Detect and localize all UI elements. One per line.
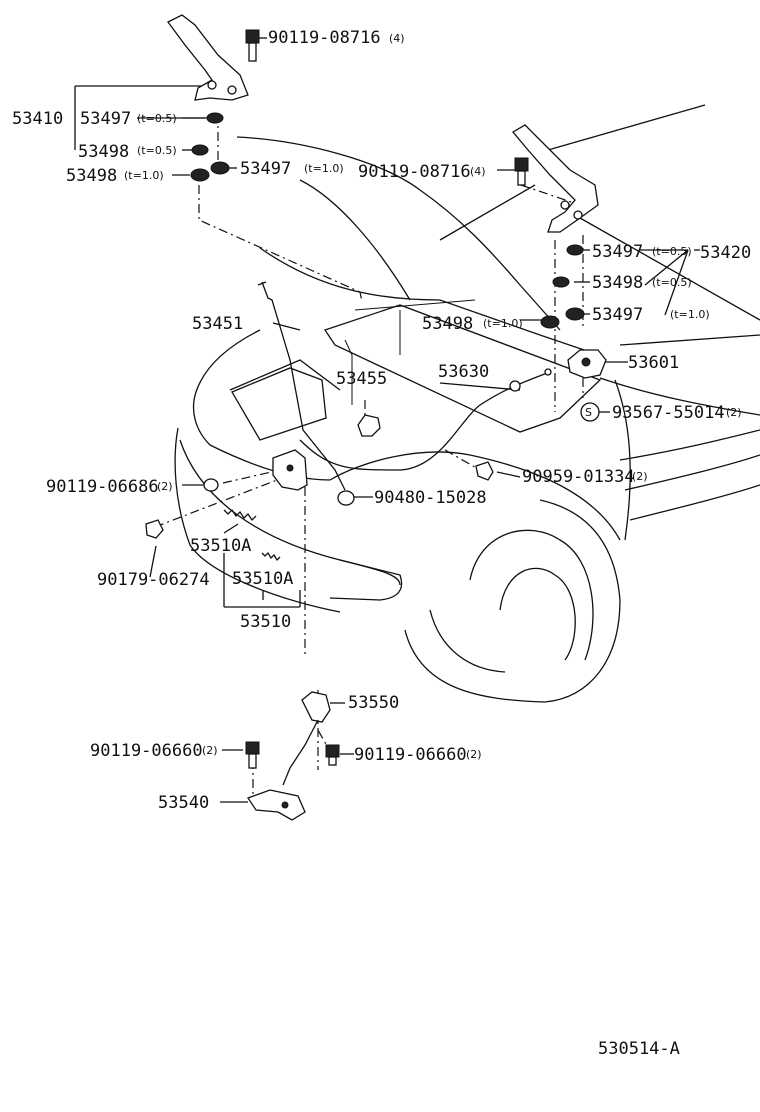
part-label: 90179-06274	[97, 570, 210, 590]
part-label: 53550	[348, 693, 399, 713]
bolt-icon	[245, 29, 260, 62]
release-lever	[282, 691, 331, 786]
hood-lock-icon	[567, 349, 607, 379]
quantity-label: (2)	[726, 406, 742, 419]
part-label: 90480-15028	[374, 488, 487, 508]
clip-icon	[357, 414, 381, 437]
hood-hinge-right	[512, 124, 599, 233]
thickness-label: (t=0.5)	[652, 276, 692, 289]
part-label: 53498	[592, 273, 643, 293]
quantity-label: (2)	[202, 744, 218, 757]
spring-icon	[223, 508, 257, 522]
s-mark-icon	[580, 402, 600, 422]
quantity-label: (4)	[470, 165, 486, 178]
part-label: 53420	[700, 243, 751, 263]
spring-icon	[261, 551, 281, 562]
part-label: 53497	[592, 242, 643, 262]
part-label: 53498	[66, 166, 117, 186]
hood-support-rod	[257, 281, 346, 491]
part-label: 90119-06660	[90, 741, 203, 761]
part-label: 53510	[240, 612, 291, 632]
thickness-label: (t=0.5)	[137, 144, 177, 157]
part-label: 90119-06660	[354, 745, 467, 765]
thickness-label: (t=1.0)	[124, 169, 164, 182]
part-label: 53410	[12, 109, 63, 129]
clip-icon	[475, 461, 494, 481]
part-label: 90119-06686	[46, 477, 159, 497]
quantity-label: (2)	[632, 470, 648, 483]
cushion-icon	[337, 490, 355, 506]
release-bracket	[247, 789, 306, 821]
release-cable	[299, 368, 552, 471]
quantity-label: (2)	[157, 480, 173, 493]
part-label: 53451	[192, 314, 243, 334]
part-label: 53630	[438, 362, 489, 382]
thickness-label: (t=0.5)	[652, 245, 692, 258]
nut-icon	[145, 519, 164, 539]
shim-icon	[210, 161, 230, 175]
thickness-label: (t=1.0)	[670, 308, 710, 321]
part-label: 90959-01334	[522, 467, 635, 487]
part-label: 53601	[628, 353, 679, 373]
part-label: 53498	[78, 142, 129, 162]
part-labels: 90119-08716 (4) 53410 53497 (t=0.5) 5349…	[12, 28, 751, 1059]
diagram-reference-code: 530514-A	[598, 1039, 680, 1059]
quantity-label: (4)	[389, 32, 405, 45]
shim-icon	[552, 276, 570, 288]
bolt-icon	[325, 744, 340, 766]
thickness-label: (t=0.5)	[137, 112, 177, 125]
part-label: 53510A	[232, 569, 293, 589]
nut-icon	[203, 478, 219, 492]
bolt-icon	[245, 741, 260, 769]
shim-icon	[191, 144, 209, 156]
shim-icon	[206, 112, 224, 124]
s-mark-label: S	[585, 406, 592, 419]
shim-icon	[190, 168, 210, 182]
hood-lock-icon	[272, 449, 308, 491]
part-label: 53540	[158, 793, 209, 813]
part-label: 90119-08716	[358, 162, 471, 182]
shim-icon	[540, 315, 560, 329]
part-label: 53510A	[190, 536, 251, 556]
hood-hinge-left	[167, 14, 249, 101]
shim-icon	[565, 307, 585, 321]
part-label: 53498	[422, 314, 473, 334]
thickness-label: (t=1.0)	[483, 317, 523, 330]
part-label: 53497	[592, 305, 643, 325]
quantity-label: (2)	[466, 748, 482, 761]
shim-icon	[566, 244, 584, 256]
part-label: 53497	[80, 109, 131, 129]
part-label: 90119-08716	[268, 28, 381, 48]
part-label: 53455	[336, 369, 387, 389]
bolt-icon	[514, 157, 529, 186]
part-label: 53497	[240, 159, 291, 179]
part-label: 93567-55014	[612, 403, 725, 423]
thickness-label: (t=1.0)	[304, 162, 344, 175]
